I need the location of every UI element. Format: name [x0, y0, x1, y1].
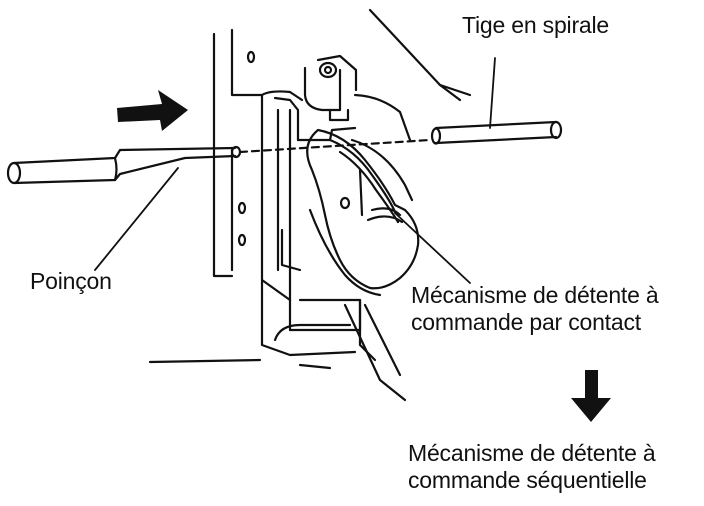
label-spiral-rod: Tige en spirale	[462, 12, 610, 38]
right-arrow-icon	[117, 90, 188, 131]
down-arrow-icon	[571, 370, 611, 422]
label-contact-trigger: Mécanisme de détente à commande par cont…	[411, 282, 659, 336]
label-sequential-trigger-line1: Mécanisme de détente à	[408, 440, 656, 466]
label-contact-trigger-line1: Mécanisme de détente à	[411, 282, 659, 308]
label-sequential-trigger: Mécanisme de détente à commande séquenti…	[408, 440, 656, 494]
label-punch: Poinçon	[30, 268, 112, 294]
leader-punch	[94, 167, 179, 271]
pin-hidden-line	[238, 138, 432, 154]
trigger-lever	[280, 128, 420, 297]
top-pivot	[303, 54, 412, 142]
label-contact-trigger-line2: commande par contact	[411, 309, 641, 335]
label-sequential-trigger-line2: commande séquentielle	[408, 467, 647, 493]
punch-tool	[6, 145, 242, 185]
leader-contact-trigger	[394, 212, 471, 284]
leader-spiral-rod	[489, 57, 496, 129]
bracket	[260, 90, 407, 402]
spiral-rod	[430, 120, 563, 145]
tool-housing	[148, 8, 472, 370]
